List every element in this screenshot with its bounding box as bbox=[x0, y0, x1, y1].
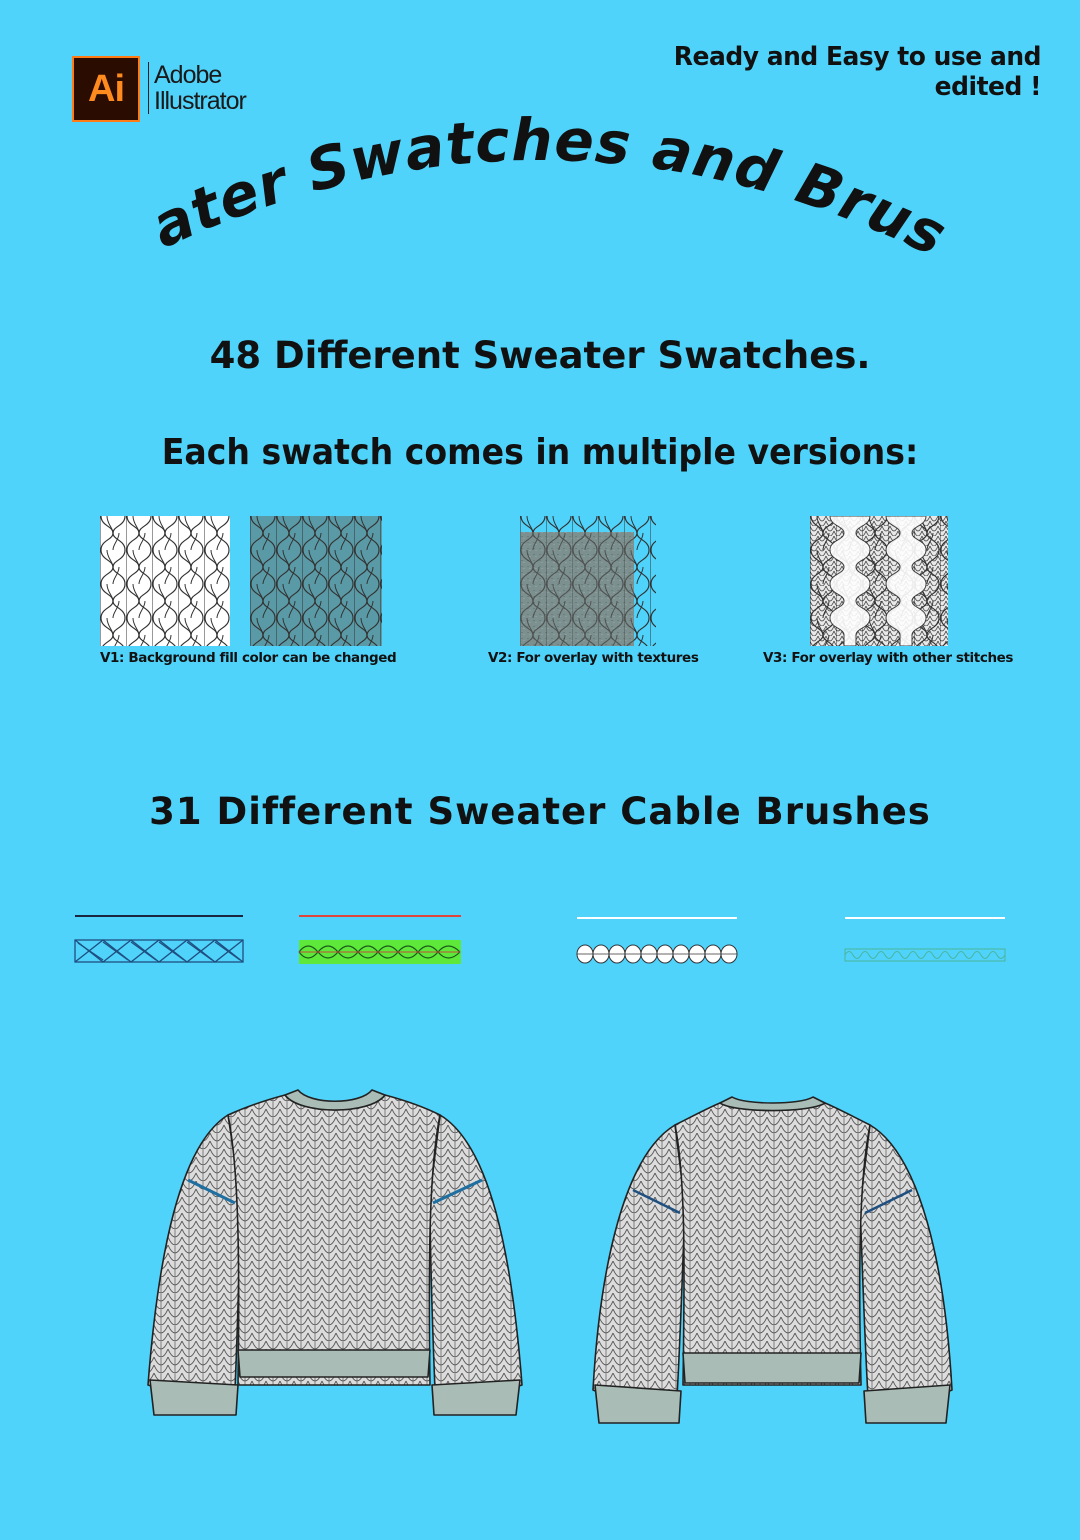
v1-caption: V1: Background fill color can be changed bbox=[100, 650, 397, 666]
page-title: Sweater Swatches and Brushes bbox=[120, 95, 957, 270]
v1-swatch-colored bbox=[250, 516, 382, 646]
brush-count-heading: 31 Different Sweater Cable Brushes bbox=[149, 790, 931, 833]
page-title-text: Sweater Swatches and Brushes bbox=[120, 95, 957, 270]
swatch-count-heading: 48 Different Sweater Swatches. bbox=[209, 334, 871, 377]
v3-caption: V3: For overlay with other stitches bbox=[763, 650, 1014, 666]
diamond-cable-brush bbox=[74, 915, 244, 963]
logo-line-adobe: Adobe bbox=[154, 61, 222, 89]
twist-cable-brush bbox=[844, 917, 1006, 962]
versions-heading: Each swatch comes in multiple versions: bbox=[161, 432, 919, 473]
loop-cable-brush bbox=[576, 917, 738, 964]
v2-swatch bbox=[520, 516, 656, 646]
sweater-back-flat-sketch bbox=[592, 1096, 953, 1424]
tagline: Ready and Easy to use and edited ! bbox=[673, 42, 1042, 102]
braid-cable-brush bbox=[298, 915, 461, 964]
v3-swatch bbox=[810, 516, 948, 646]
adobe-illustrator-logo: Ai bbox=[72, 56, 140, 122]
logo-wordmark: Adobe Illustrator bbox=[148, 62, 284, 114]
logo-mark: Ai bbox=[88, 68, 125, 110]
v2-caption: V2: For overlay with textures bbox=[488, 650, 699, 666]
v1-swatch-white bbox=[100, 516, 230, 646]
logo-line-illustrator: Illustrator bbox=[154, 87, 247, 115]
sweater-front-flat-sketch bbox=[147, 1089, 523, 1416]
